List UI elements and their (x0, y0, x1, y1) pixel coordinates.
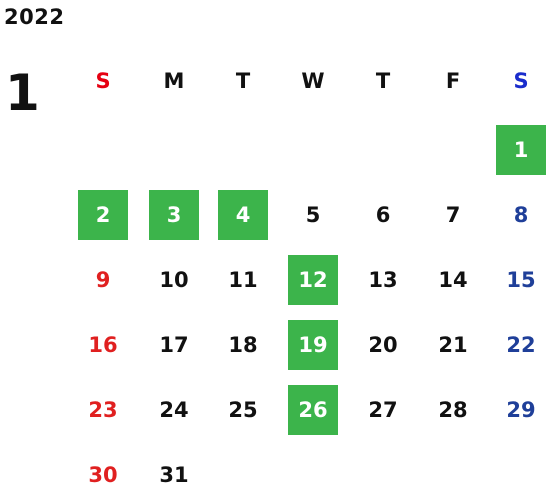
day-13[interactable]: 13 (368, 268, 398, 292)
day-28[interactable]: 28 (438, 398, 468, 422)
day-25[interactable]: 25 (228, 398, 258, 422)
day-12[interactable]: 12 (288, 255, 338, 305)
day-10[interactable]: 10 (159, 268, 189, 292)
day-1[interactable]: 1 (496, 125, 546, 175)
day-29[interactable]: 29 (506, 398, 536, 422)
day-18[interactable]: 18 (228, 333, 258, 357)
day-31[interactable]: 31 (159, 463, 189, 487)
day-8[interactable]: 8 (513, 203, 529, 227)
day-27[interactable]: 27 (368, 398, 398, 422)
weekday-tue: T (235, 69, 251, 93)
weekday-fri: F (445, 69, 461, 93)
month-number: 1 (5, 64, 40, 122)
day-14[interactable]: 14 (438, 268, 468, 292)
day-11[interactable]: 11 (228, 268, 258, 292)
day-30[interactable]: 30 (88, 463, 118, 487)
weekday-sun: S (95, 69, 111, 93)
weekday-mon: M (163, 69, 185, 93)
day-2[interactable]: 2 (78, 190, 128, 240)
day-5[interactable]: 5 (305, 203, 321, 227)
day-19[interactable]: 19 (288, 320, 338, 370)
year-label: 2022 (4, 5, 65, 29)
day-17[interactable]: 17 (159, 333, 189, 357)
day-16[interactable]: 16 (88, 333, 118, 357)
day-24[interactable]: 24 (159, 398, 189, 422)
day-3[interactable]: 3 (149, 190, 199, 240)
day-23[interactable]: 23 (88, 398, 118, 422)
weekday-thu: T (375, 69, 391, 93)
day-9[interactable]: 9 (95, 268, 111, 292)
day-4[interactable]: 4 (218, 190, 268, 240)
day-15[interactable]: 15 (506, 268, 536, 292)
day-6[interactable]: 6 (375, 203, 391, 227)
day-7[interactable]: 7 (445, 203, 461, 227)
day-21[interactable]: 21 (438, 333, 468, 357)
day-20[interactable]: 20 (368, 333, 398, 357)
day-22[interactable]: 22 (506, 333, 536, 357)
day-26[interactable]: 26 (288, 385, 338, 435)
weekday-sat: S (513, 69, 529, 93)
weekday-wed: W (301, 69, 325, 93)
